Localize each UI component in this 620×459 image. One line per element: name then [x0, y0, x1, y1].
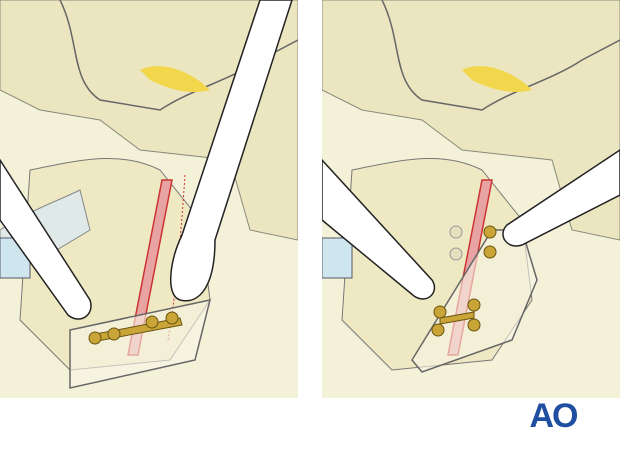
plate: [431, 225, 497, 337]
ao-logo: AO: [529, 397, 579, 435]
plate: [88, 311, 183, 345]
illustration-panel-right: [322, 0, 620, 398]
illustration-panel-left: [0, 0, 298, 398]
